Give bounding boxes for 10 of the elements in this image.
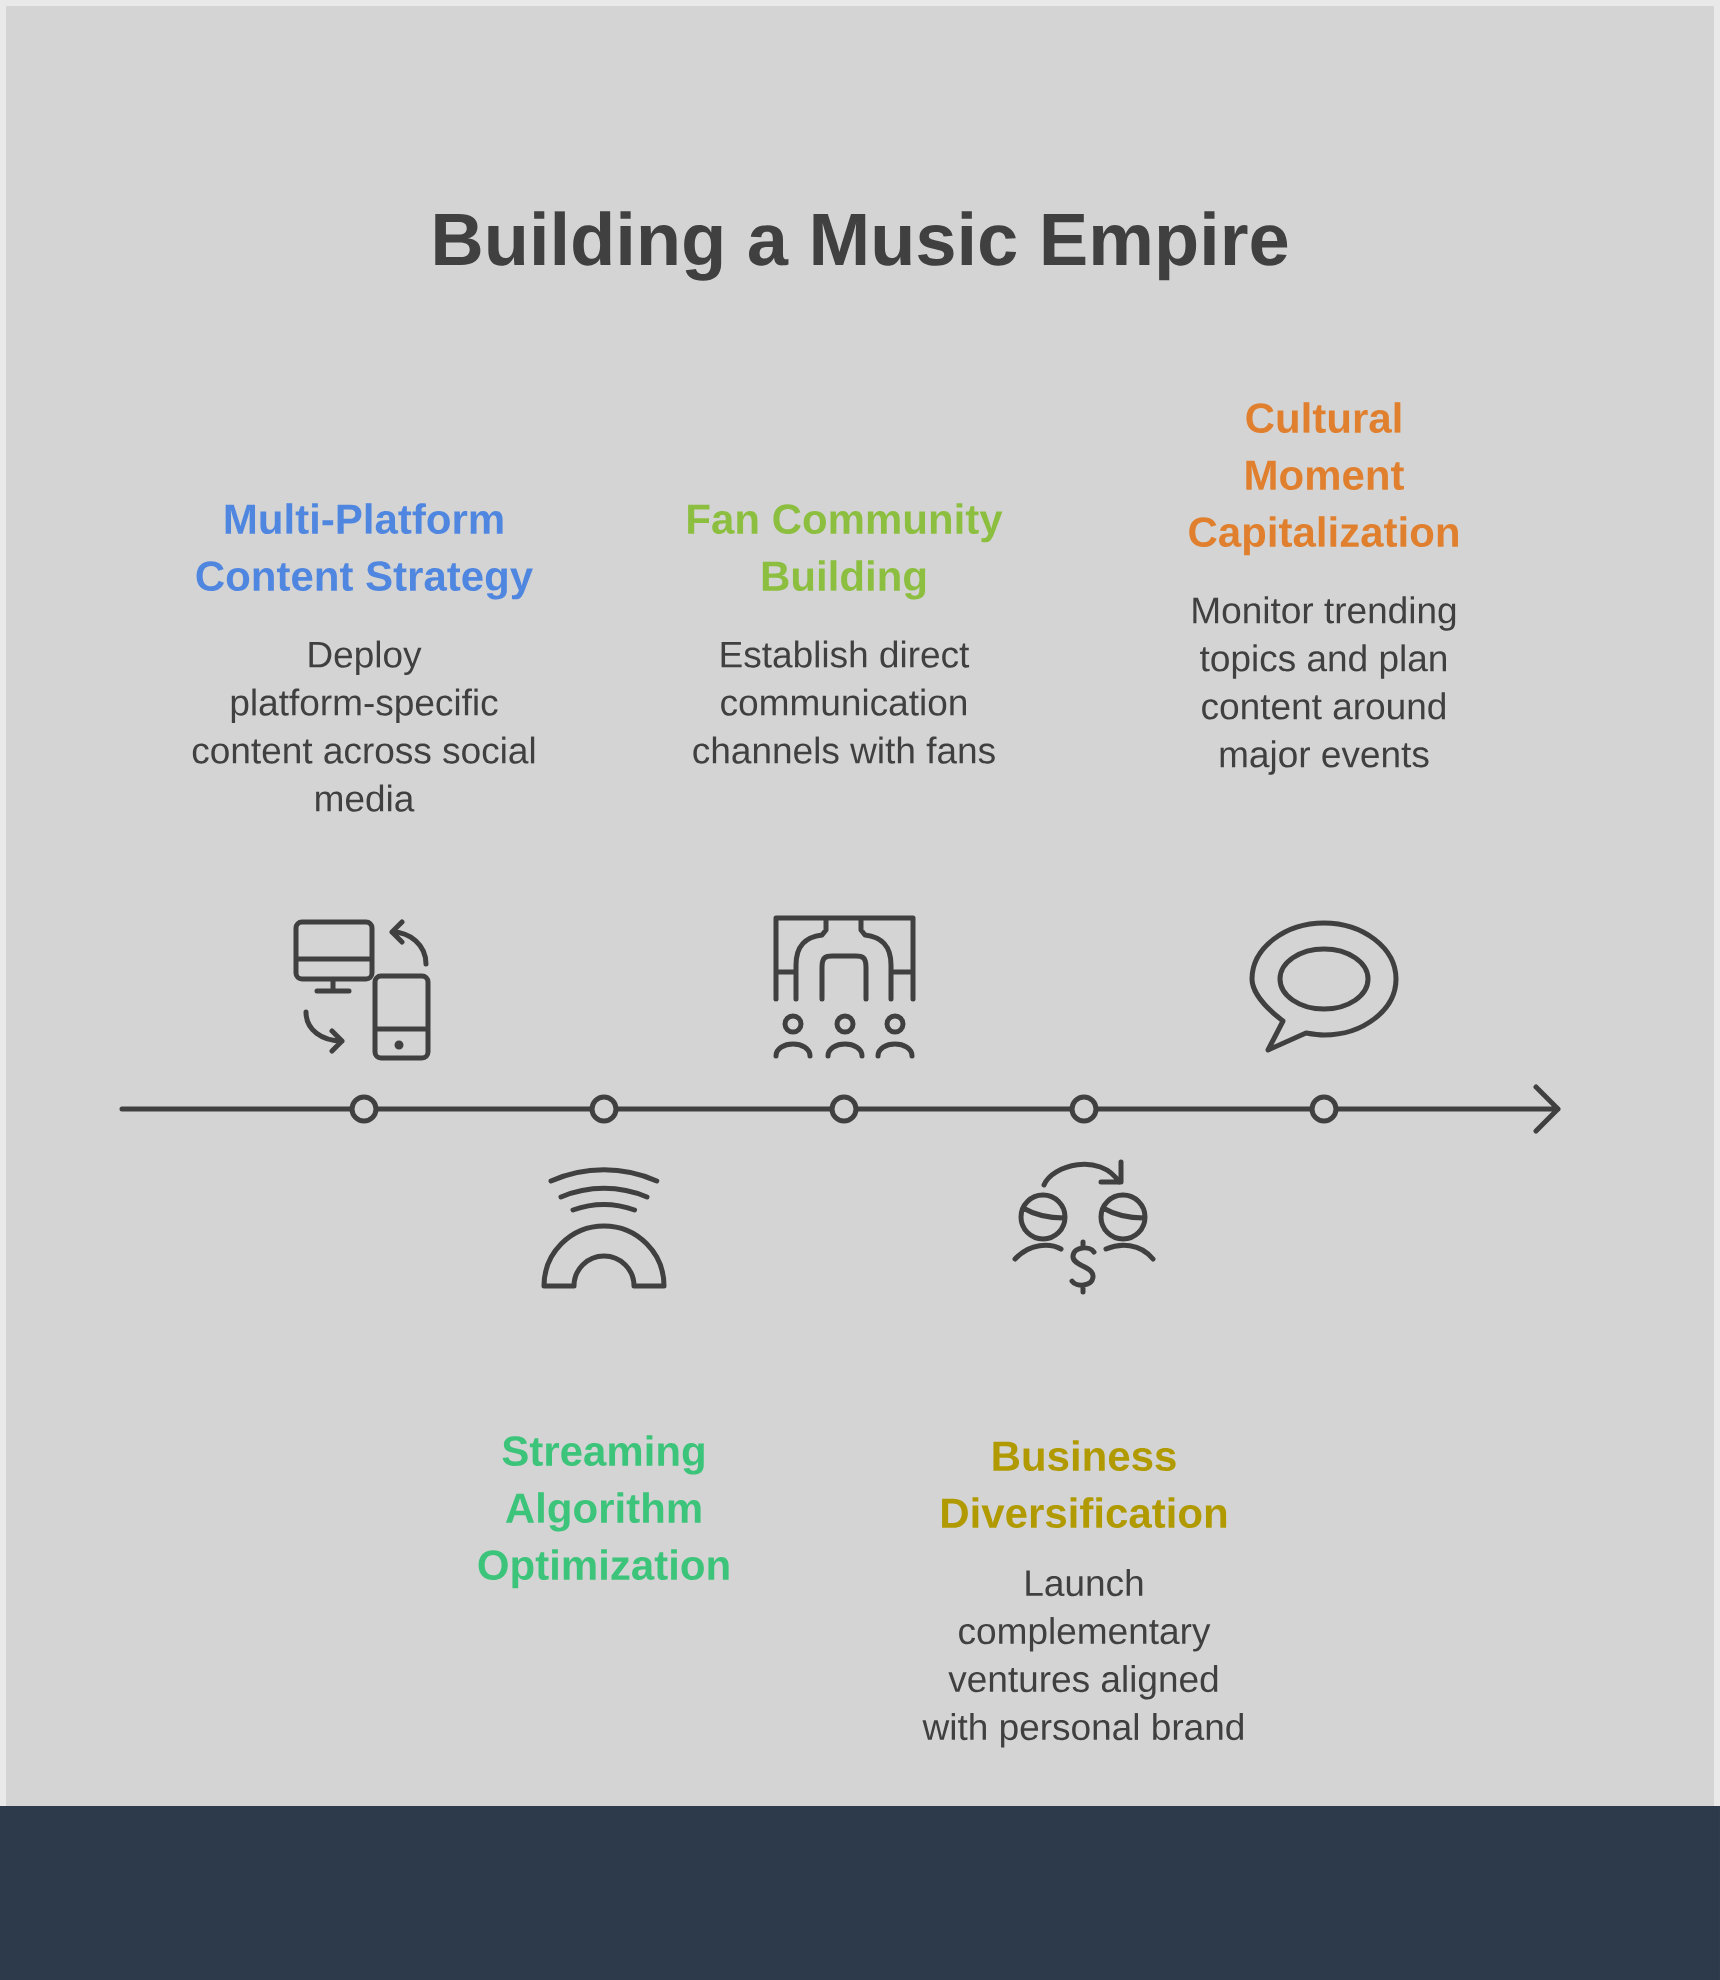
step-description: Monitor trending topics and plan content around major events — [1193, 596, 1456, 775]
step-description: Launch complementary ventures aligned with personal brand — [922, 1569, 1243, 1748]
step-description: Establish direct communication channels with fans — [693, 640, 995, 764]
step-heading: Streaming Algorithm Optimization — [478, 1435, 729, 1589]
step-heading: Business Diversification — [942, 1440, 1227, 1529]
step-heading: Multi-Platform Content Strategy — [196, 503, 533, 600]
step-heading: Fan Community Building — [688, 503, 1003, 600]
step-description: Deploy platform-specific content across social media — [192, 640, 535, 812]
title: Building a Music Empire — [435, 211, 1288, 281]
step-heading: Cultural Moment Capitalization — [1189, 402, 1458, 556]
